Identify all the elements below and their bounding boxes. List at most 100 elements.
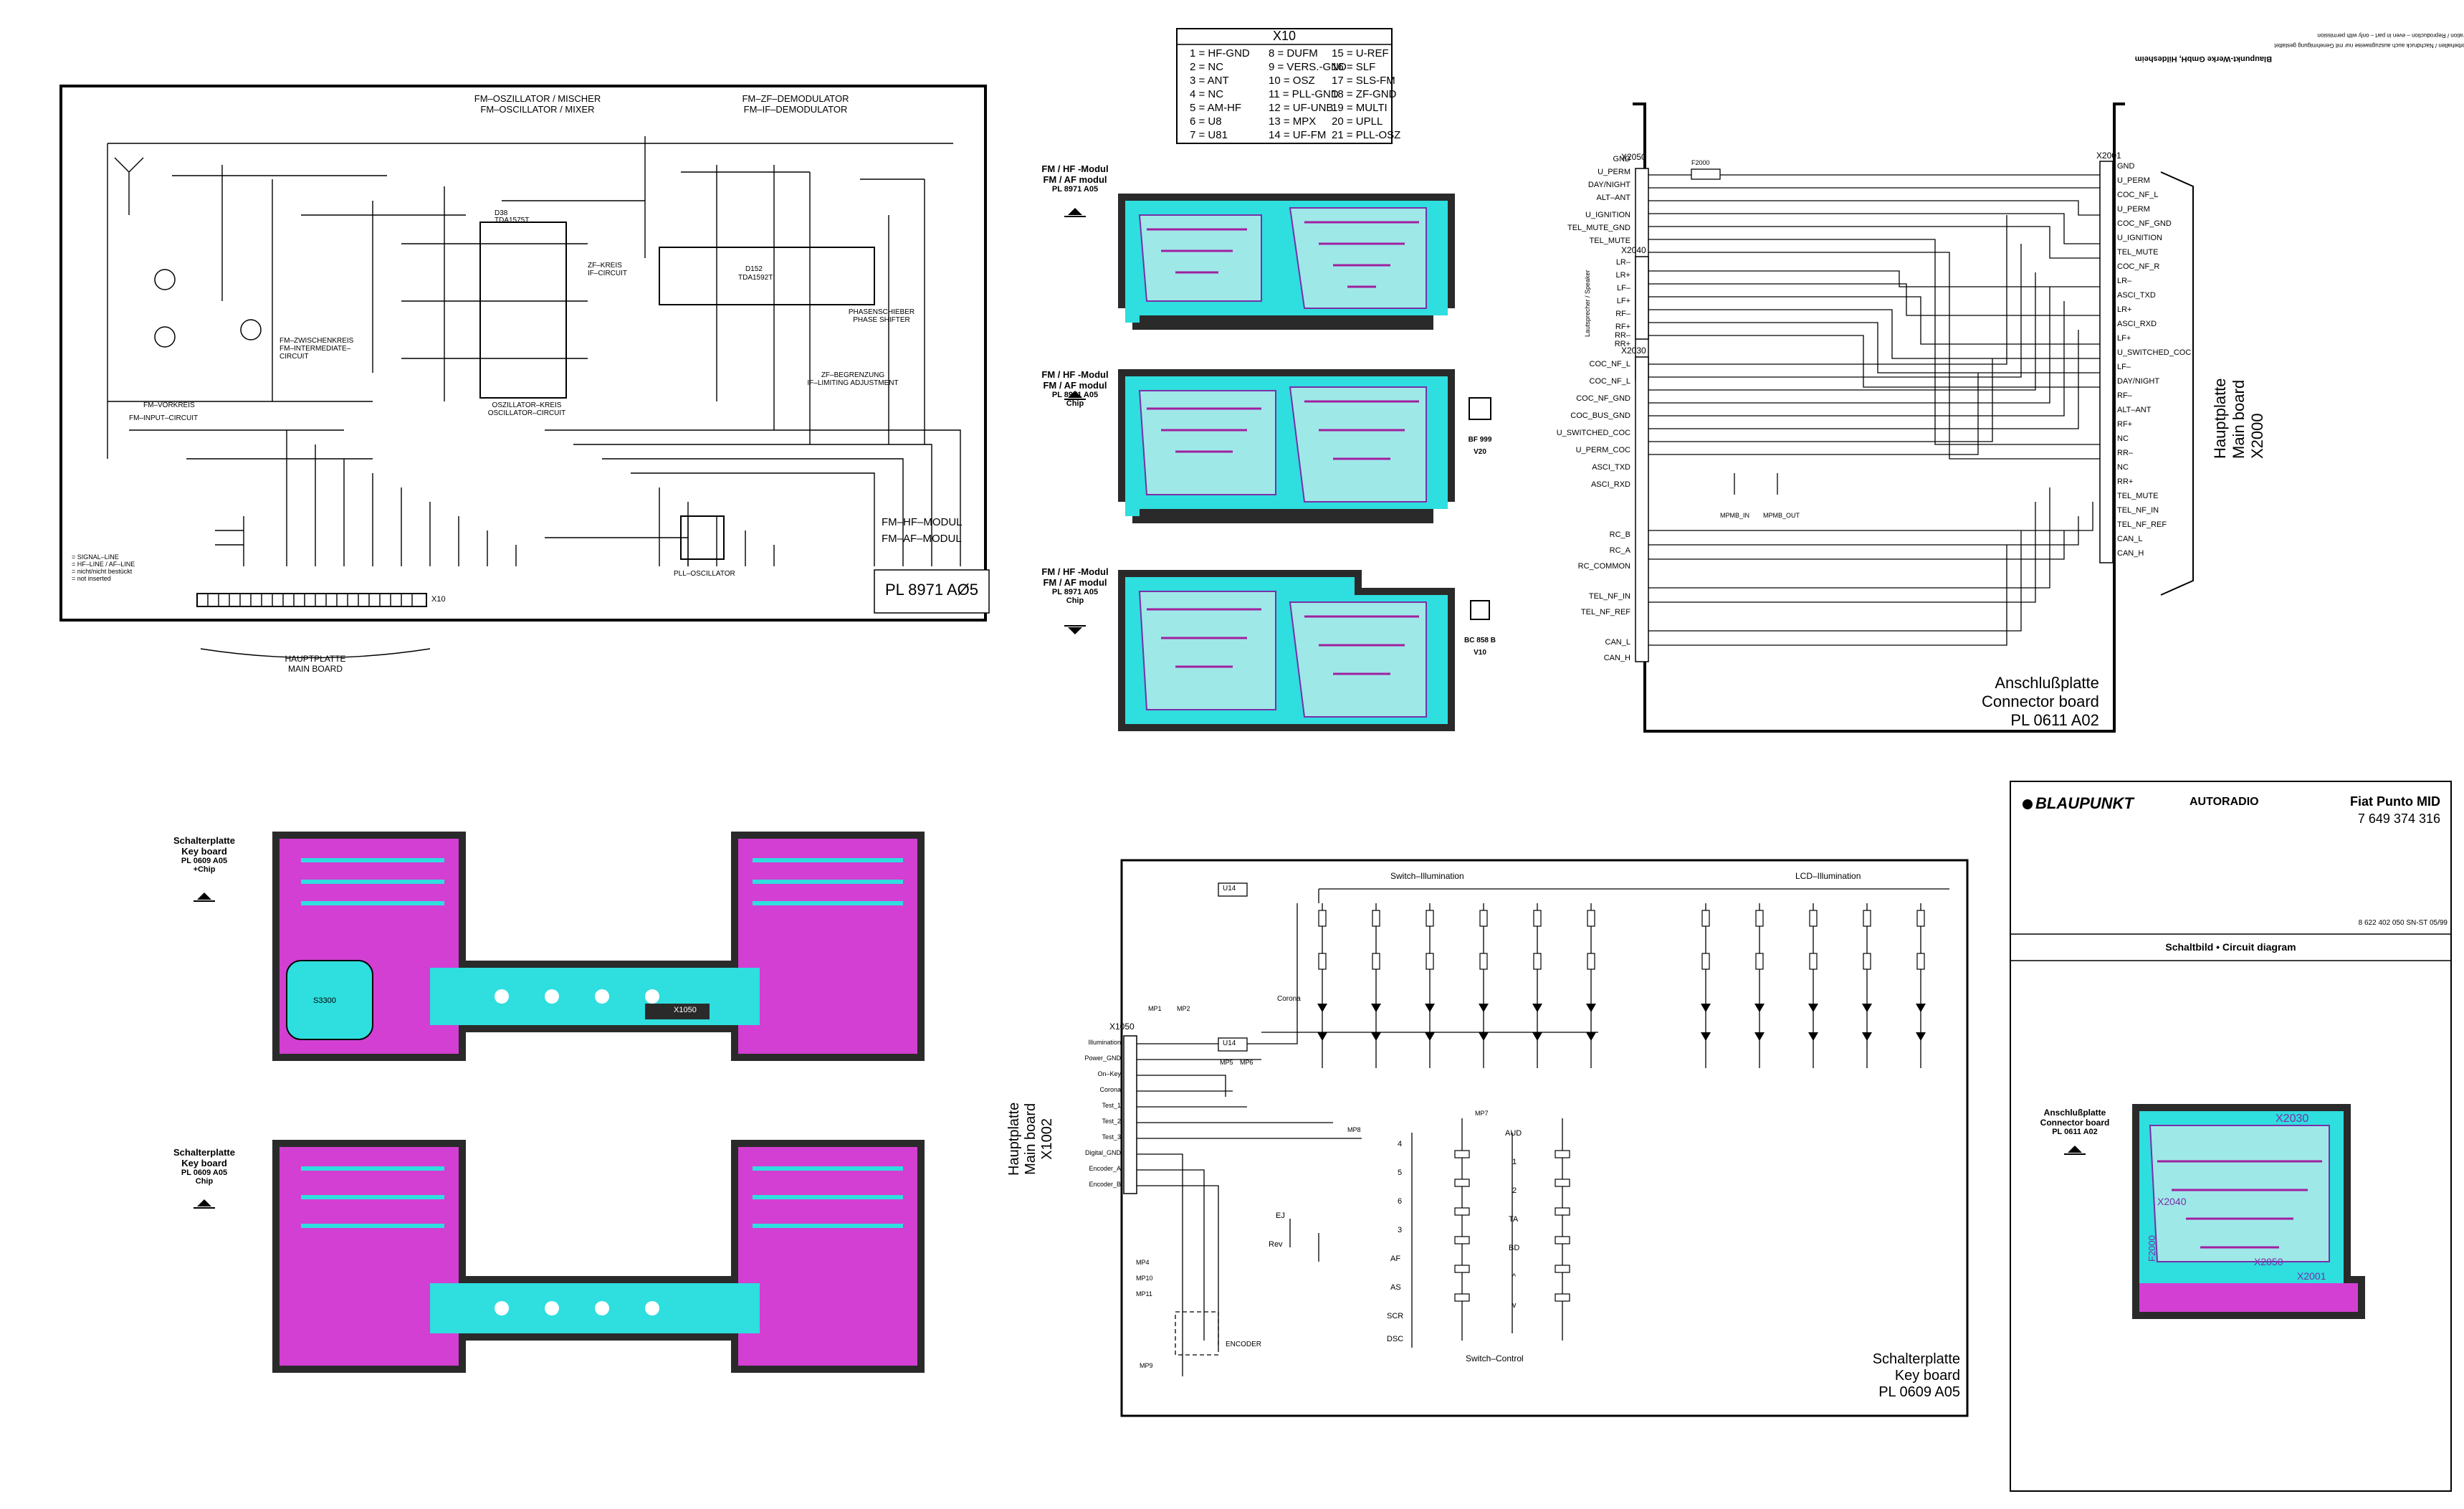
- illumination-columns: [1322, 903, 1921, 1068]
- ic-d38-ref: D38: [495, 209, 508, 217]
- x1050-connector: [1123, 1035, 1137, 1194]
- connector-board-frame: [1633, 103, 2125, 733]
- switch-label: 6: [1398, 1197, 1403, 1206]
- x2001-label: X2001: [2096, 151, 2121, 161]
- illumination-resistors: [1318, 910, 1925, 970]
- fuse-f2000: [1691, 168, 1721, 180]
- switch-columns: [1289, 1133, 1513, 1348]
- blaupunkt-dot-icon: [2023, 799, 2033, 810]
- switch-label: 4: [1398, 1140, 1403, 1148]
- x1050-pcb-label: X1050: [674, 1006, 697, 1014]
- main-board-label: HAUPTPLATTE MAIN BOARD: [285, 654, 346, 674]
- fm-pcb-3: [1118, 570, 1455, 731]
- ej-switch-label: EJ: [1276, 1212, 1285, 1220]
- pin-label: U_IGNITION: [2117, 234, 2162, 242]
- rev-switch-label: Rev: [1269, 1240, 1283, 1249]
- x10-pin: 20 = UPLL: [1332, 115, 1383, 128]
- ic-d38-body: [479, 222, 567, 399]
- pin-label: COC_NF_L: [1589, 377, 1630, 386]
- connector-wiring: [1648, 174, 2100, 646]
- fm-schematic-wiring: [107, 136, 961, 566]
- test-point-label: MP5: [1220, 1059, 1233, 1066]
- switch-label: 1: [1512, 1158, 1517, 1166]
- switch-label: BD: [1509, 1244, 1520, 1252]
- mpmb-out-label: MPMB_OUT: [1763, 512, 1800, 519]
- brand-logo: BLAUPUNKT: [2023, 794, 2134, 813]
- key-board-title: Schalterplatte Key board PL 0609 A05: [1872, 1351, 1960, 1400]
- pin-label: LR+: [2117, 305, 2132, 314]
- title-connector-pcb: [2132, 1104, 2365, 1319]
- pin-label: RF–: [1615, 310, 1630, 318]
- fm-pcb-2: [1118, 369, 1455, 523]
- key-pcb-1: [272, 832, 925, 1061]
- pin-label: U_IGNITION: [1585, 211, 1630, 219]
- x10-pins: [207, 594, 413, 606]
- pin-label: RF+: [2117, 420, 2133, 429]
- doc-number: 8 622 402 050 SN-ST 05/99: [2358, 919, 2448, 927]
- test-point-label: MP7: [1475, 1110, 1489, 1117]
- pin-label: Power_GND: [1084, 1055, 1121, 1062]
- switch-label: 5: [1398, 1168, 1403, 1177]
- pll-osc-label: PLL–OSCILLATOR: [674, 570, 735, 578]
- fm-vorkreis-label: FM–VORKREIS: [143, 401, 195, 409]
- pin-label: LF–: [2117, 363, 2131, 371]
- pin-label: Corona: [1099, 1086, 1121, 1093]
- fm-pcb-1: [1118, 194, 1455, 330]
- ic-d152-type: TDA1592T: [738, 274, 773, 282]
- pin-label: CAN_L: [2117, 535, 2143, 543]
- x10-pin: 6 = U8: [1190, 115, 1222, 128]
- legend: = SIGNAL–LINE = HF–LINE / AF–LINE = nich…: [72, 553, 135, 582]
- u14-label-mid: U14: [1223, 1039, 1236, 1047]
- pin-label: NC: [2117, 434, 2129, 443]
- pin-label: DAY/NIGHT: [1587, 181, 1630, 189]
- illumination-leds: [1317, 1004, 1926, 1041]
- x2030-label: X2030: [1621, 346, 1646, 356]
- pin-label: On–Key: [1097, 1070, 1121, 1077]
- mpmb-in-label: MPMB_IN: [1720, 512, 1750, 519]
- title-pcb-x2030: X2030: [2276, 1113, 2309, 1125]
- board-id-box: [874, 569, 990, 614]
- pin-label: ASCI_RXD: [1590, 480, 1630, 489]
- pin-label: COC_NF_GND: [1576, 394, 1630, 403]
- switch-label: AUD: [1505, 1129, 1522, 1138]
- key-pcb-2-label: Schalterplatte Key board PL 0609 A05 Chi…: [173, 1147, 235, 1186]
- test-point-label: MP4: [1136, 1259, 1150, 1266]
- pin-label: LF–: [1617, 284, 1630, 292]
- pin-label: RR–: [2117, 449, 2134, 457]
- pin-label: RR+: [1614, 340, 1630, 348]
- pin-label: U_PERM: [1598, 168, 1630, 176]
- x2000-main-board-label: Hauptplatte Main board X2000: [2211, 378, 2266, 459]
- pin-label: TEL_MUTE: [2117, 492, 2159, 500]
- pin-label: RC_B: [1609, 530, 1630, 539]
- x10-pin: 14 = UF-FM: [1269, 129, 1327, 141]
- pin-label: COC_BUS_GND: [1570, 411, 1630, 420]
- fm-intermediate-label: FM–ZWISCHENKREIS FM–INTERMEDIATE– CIRCUI…: [280, 337, 354, 361]
- test-point-label: MP2: [1177, 1005, 1190, 1012]
- pin-label: CAN_H: [1603, 654, 1630, 662]
- x10-pin: 18 = ZF-GND: [1332, 88, 1397, 100]
- x10-table-frame: [1176, 28, 1393, 144]
- u14-label-top: U14: [1223, 885, 1236, 892]
- switch-control-label: Switch–Control: [1466, 1353, 1524, 1363]
- x10-pin: 3 = ANT: [1190, 75, 1229, 87]
- pin-label: LR–: [2117, 277, 2132, 285]
- pin-label: RR–: [1614, 331, 1630, 340]
- x10-pin: 4 = NC: [1190, 88, 1224, 100]
- x10-pin: 5 = AM-HF: [1190, 102, 1242, 114]
- pin-label: RF–: [2117, 391, 2132, 400]
- x10-pin: 10 = OSZ: [1269, 75, 1315, 87]
- bc858-label: BC 858 B V10: [1464, 637, 1496, 657]
- main-board-brace-x2000: [2160, 171, 2194, 596]
- pin-label: U_SWITCHED_COC: [1556, 429, 1630, 437]
- pin-label: TEL_MUTE: [2117, 248, 2159, 257]
- switch-illumination-label: Switch–Illumination: [1390, 871, 1464, 881]
- lcd-illumination-label: LCD–Illumination: [1795, 871, 1861, 881]
- fm-pcb-2-label: FM / HF -Modul FM / AF modul PL 8971 A05…: [1041, 369, 1109, 408]
- pin-label: COC_NF_L: [2117, 191, 2159, 199]
- pin-label: ALT–ANT: [2117, 406, 2152, 414]
- part-number: 7 649 374 316: [2357, 811, 2440, 826]
- pin-label: TEL_MUTE: [1589, 237, 1630, 245]
- pin-label: GND: [1613, 155, 1630, 163]
- pin-label: RF+: [1615, 323, 1630, 331]
- encoder-box: [1175, 1311, 1219, 1356]
